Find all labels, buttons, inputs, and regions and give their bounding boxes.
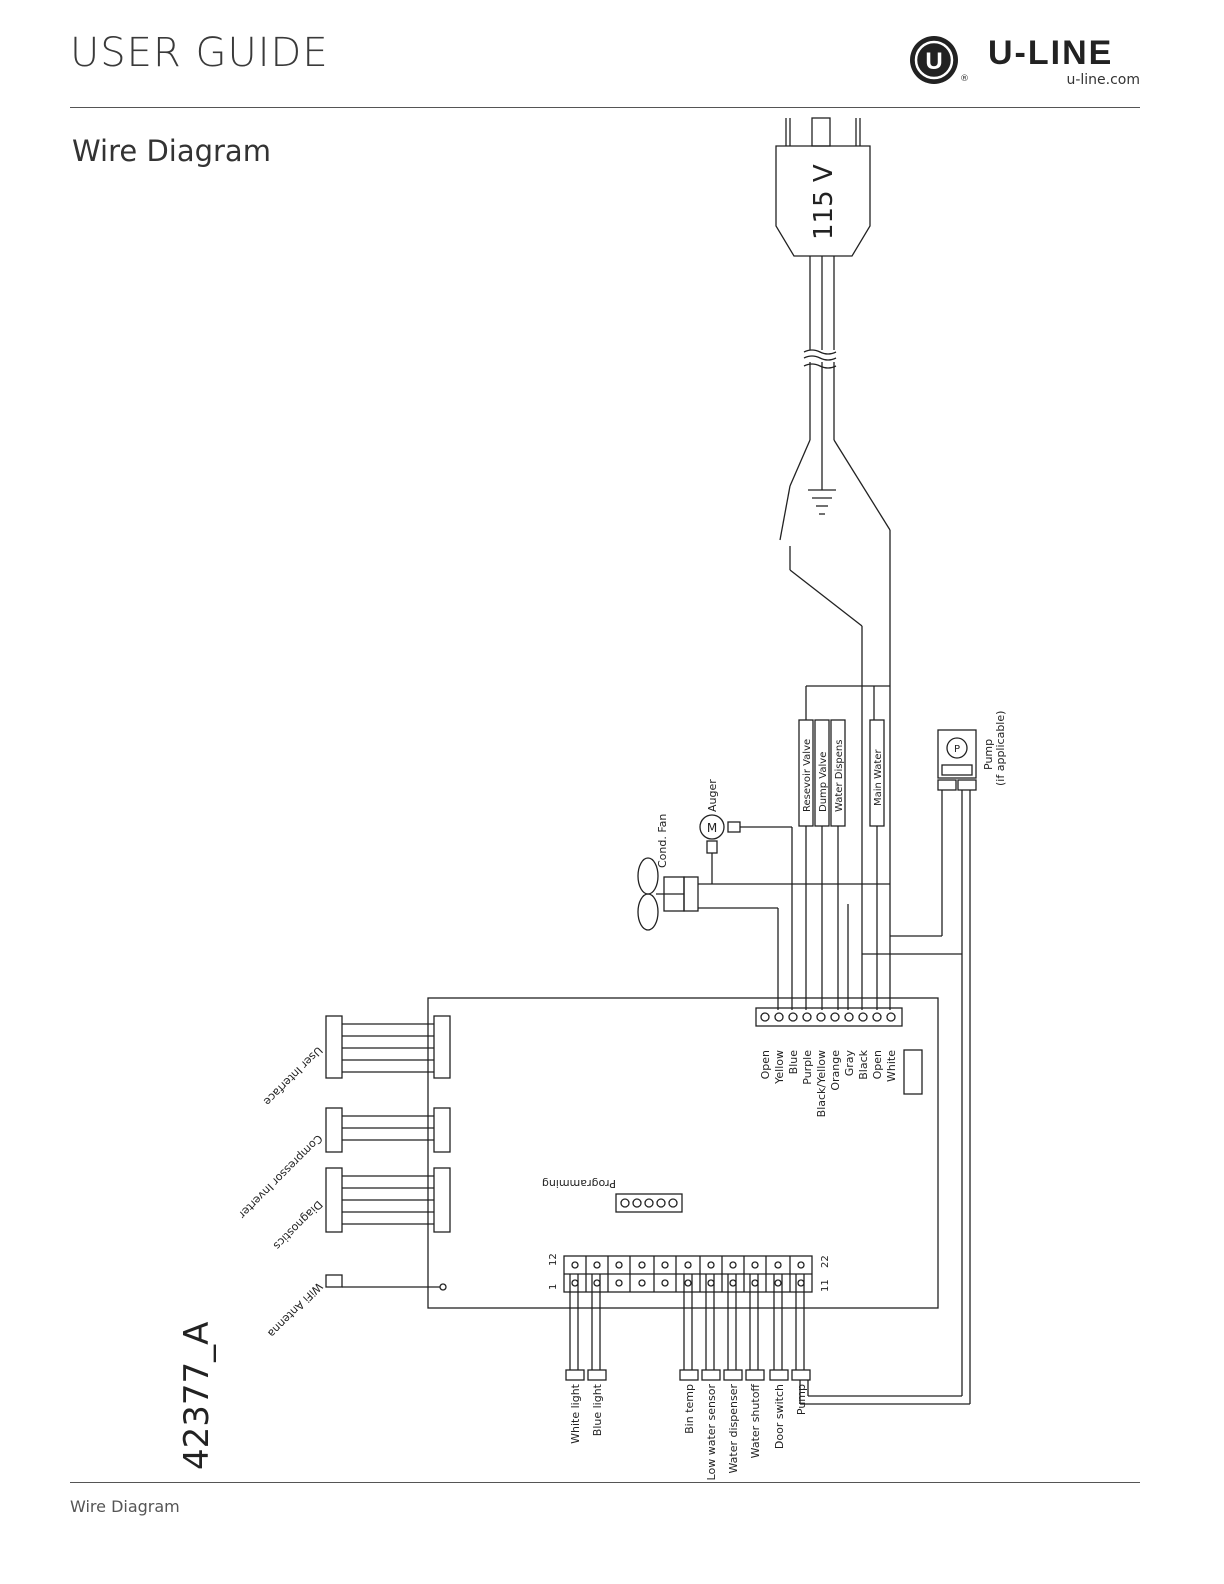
ground-symbol: [808, 489, 836, 515]
auger-label: Auger: [706, 779, 719, 812]
wire-label-open-2: Open: [871, 1050, 884, 1079]
power-cord: [789, 256, 891, 531]
user-interface-label: User Interface: [261, 1044, 325, 1108]
wire-label-black: Black: [857, 1049, 870, 1079]
compressor-inverter-connector: [325, 1107, 451, 1153]
wire-label-blue: Blue: [787, 1050, 800, 1075]
footer-label: Wire Diagram: [70, 1497, 180, 1516]
wire-label-black-yellow: Black/Yellow: [815, 1050, 828, 1117]
plug-voltage-label: 115 V: [809, 164, 839, 240]
board-wire-labels: Open Yellow Blue Purple Black/Yellow Ora…: [759, 1049, 898, 1117]
registered-mark: ®: [960, 74, 969, 84]
label-pump-connector: Pump: [795, 1384, 808, 1415]
pin-label-1: 1: [548, 1284, 559, 1290]
bottom-connector-labels: White light Blue light Bin temp Low wate…: [569, 1383, 808, 1480]
pump-component: [800, 729, 977, 1405]
label-white-light: White light: [569, 1383, 582, 1444]
section-title: Wire Diagram: [72, 134, 271, 168]
control-board: [427, 997, 939, 1309]
header-rule: [70, 107, 1140, 108]
pump-symbol: P: [954, 744, 960, 755]
u-line-logo-icon: U: [910, 36, 958, 84]
part-number: 42377_A: [177, 1322, 217, 1470]
condenser-fan: [637, 857, 890, 1010]
wire-label-open-1: Open: [759, 1050, 772, 1079]
wifi-antenna-connector: [325, 1274, 447, 1291]
programming-label: Programming: [542, 1177, 616, 1190]
motor-symbol: M: [707, 821, 717, 835]
wire-label-orange: Orange: [829, 1050, 842, 1091]
logo-letter: U: [925, 48, 942, 75]
pin-label-12: 12: [548, 1253, 559, 1266]
label-blue-light: Blue light: [591, 1383, 604, 1436]
board-connector-strip: [755, 1007, 903, 1027]
pin-label-11: 11: [820, 1279, 831, 1292]
fuse-block: [903, 1049, 923, 1095]
brand-url: u-line.com: [1066, 72, 1140, 88]
valve-group: [798, 719, 885, 1010]
wifi-antenna-label: WiFi Antenna: [265, 1280, 325, 1340]
pump-note-label: (if applicable): [994, 711, 1007, 786]
label-water-shutoff: Water shutoff: [749, 1384, 762, 1459]
valve-label-dump: Dump Valve: [818, 752, 829, 812]
programming-header: [615, 1193, 683, 1213]
page-header-title: USER GUIDE: [70, 30, 329, 76]
label-low-water-sensor: Low water sensor: [705, 1384, 718, 1481]
wire-label-gray: Gray: [843, 1050, 856, 1077]
bottom-pin-connector: [563, 1255, 813, 1293]
wire-label-yellow: Yellow: [773, 1050, 786, 1085]
pump-label: Pump: [982, 739, 995, 770]
label-door-switch: Door switch: [773, 1384, 786, 1449]
valve-label-main-water: Main Water: [873, 749, 884, 807]
bottom-device-wires: [565, 1274, 811, 1404]
user-interface-connector: [325, 1015, 451, 1079]
valve-label-water-dispens: Water Dispens: [834, 740, 845, 812]
auger-motor: [699, 814, 793, 1010]
wire-label-purple: Purple: [801, 1050, 814, 1085]
diagnostics-connector: [325, 1167, 451, 1233]
label-water-dispenser: Water dispenser: [727, 1384, 740, 1474]
power-plug: [775, 117, 871, 257]
brand-name: U-LINE: [988, 34, 1114, 72]
diagnostics-label: Diagnostics: [271, 1198, 326, 1253]
cond-fan-label: Cond. Fan: [656, 814, 669, 868]
wire-label-white: White: [885, 1050, 898, 1082]
valve-label-resevoir: Resevoir Valve: [802, 739, 813, 812]
power-switch: [779, 485, 891, 1010]
pin-label-22: 22: [820, 1255, 831, 1268]
footer-rule: [70, 1482, 1140, 1483]
label-bin-temp: Bin temp: [683, 1384, 696, 1434]
brand-logo: U ® U-LINE u-line.com: [908, 34, 1144, 90]
